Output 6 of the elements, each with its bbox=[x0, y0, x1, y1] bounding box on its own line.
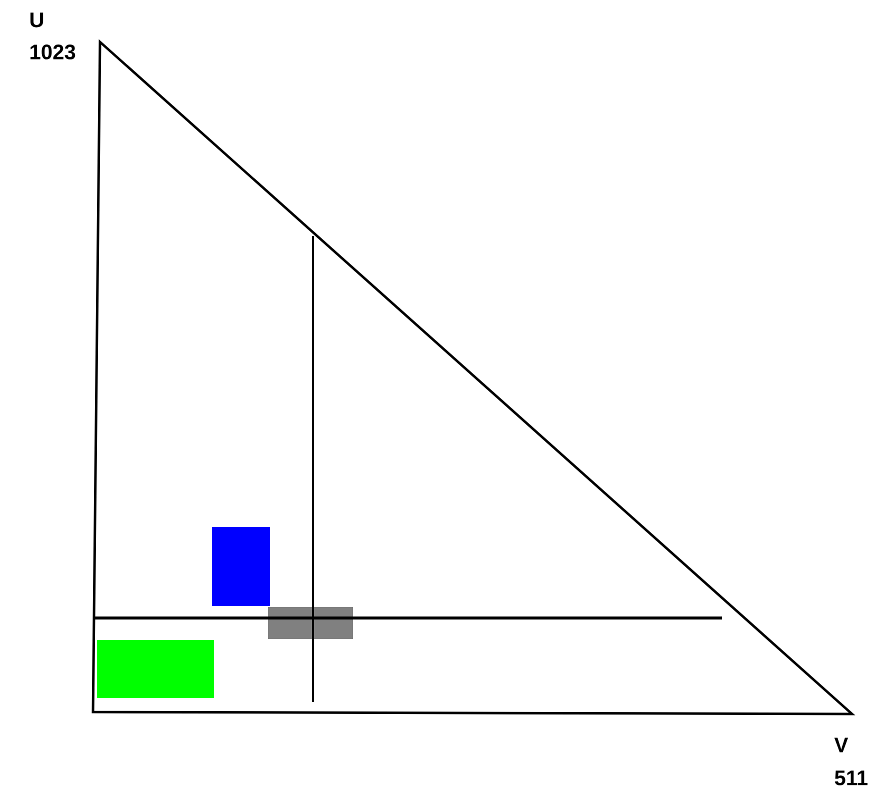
filled-rectangle bbox=[212, 526, 270, 606]
filled-rectangle bbox=[97, 640, 214, 698]
axis-label: U bbox=[30, 12, 44, 28]
axis-value: 1023 bbox=[30, 44, 76, 60]
axis-value: 511 bbox=[834, 770, 868, 786]
axis-label: V bbox=[834, 738, 848, 752]
